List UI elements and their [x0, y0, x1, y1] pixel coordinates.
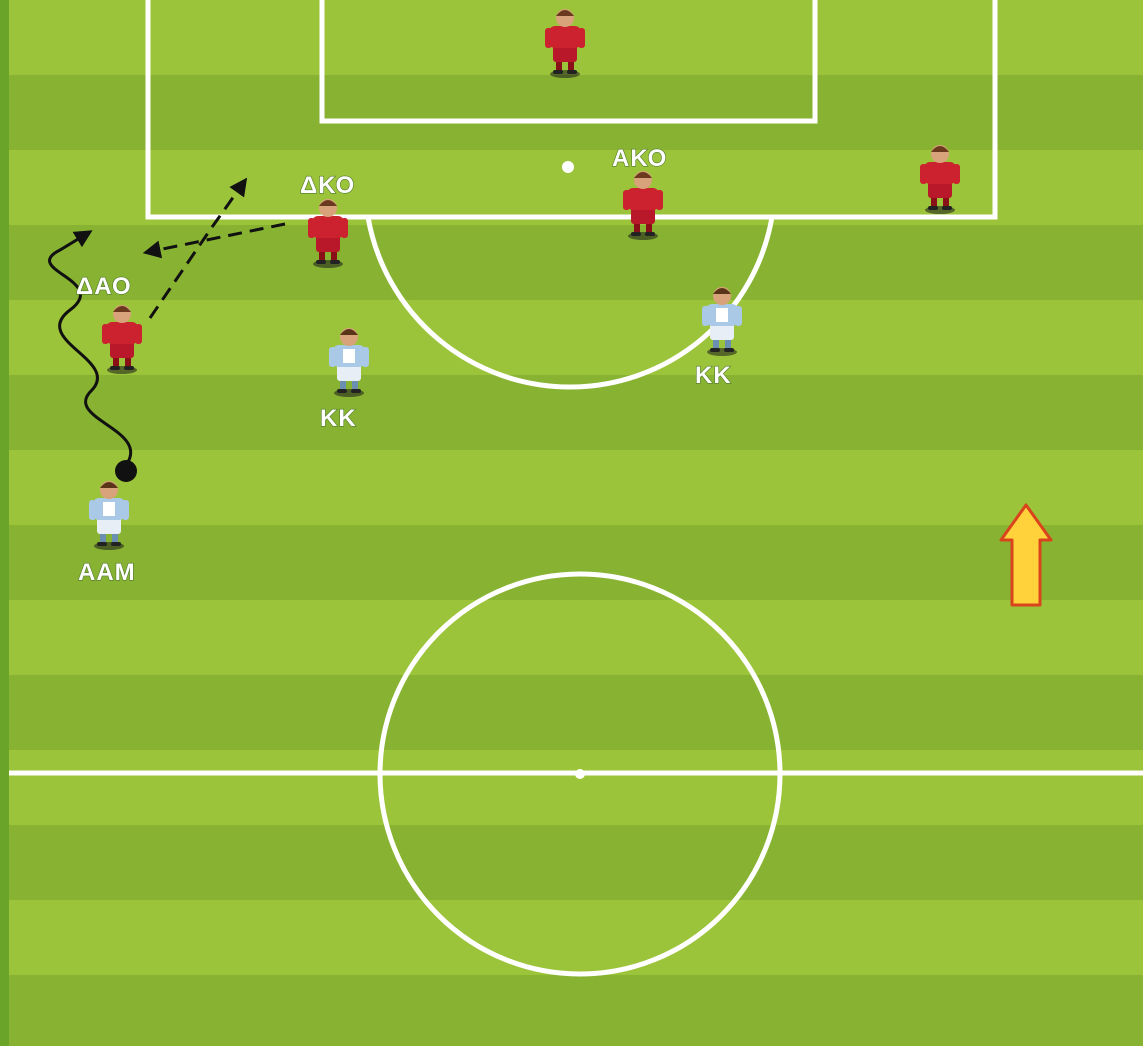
center-spot: [575, 769, 585, 779]
grass-stripe: [0, 825, 1143, 900]
label-right-center-back: ΑΚΟ: [612, 145, 667, 172]
grass-stripe: [0, 675, 1143, 750]
grass-stripe: [0, 75, 1143, 150]
grass-stripe: [0, 750, 1143, 825]
grass-stripe: [0, 225, 1143, 300]
label-left-back: ΔΑΟ: [76, 273, 132, 300]
penalty-spot: [562, 161, 574, 173]
label-center-mid-right: ΚΚ: [695, 362, 732, 389]
grass-stripe: [0, 975, 1143, 1046]
label-left-center-back: ΔΚΟ: [300, 172, 355, 199]
grass-stripe: [0, 300, 1143, 375]
label-center-mid-left: ΚΚ: [320, 405, 357, 432]
left-frame-strip: [0, 0, 9, 1046]
label-left-winger: ΑΑΜ: [78, 559, 136, 586]
grass-stripe: [0, 450, 1143, 525]
ball: [115, 460, 137, 482]
grass-stripe: [0, 600, 1143, 675]
grass-stripe: [0, 525, 1143, 600]
grass-stripe: [0, 900, 1143, 975]
grass-stripe: [0, 150, 1143, 225]
